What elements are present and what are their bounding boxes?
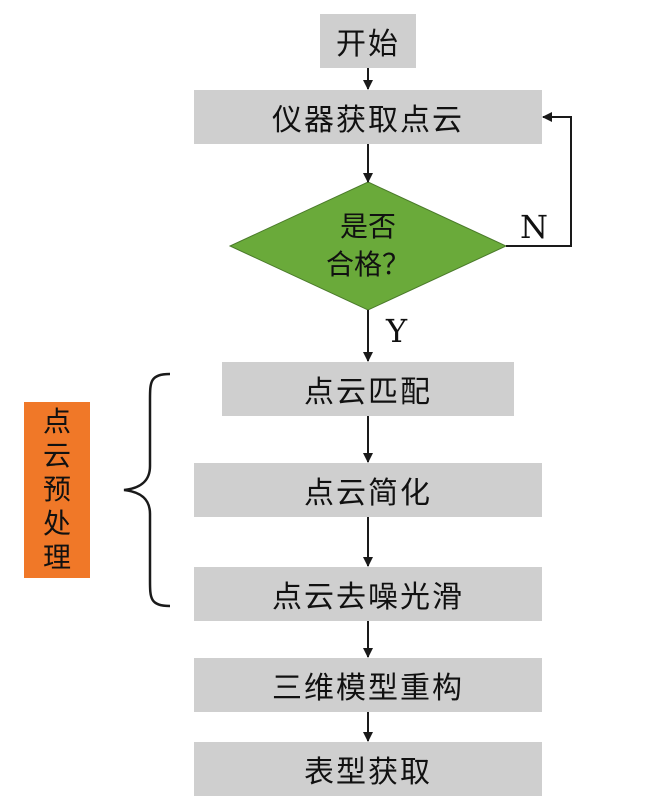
start-node: 开始 [320,14,416,68]
yes-branch-label: Y [386,312,408,350]
acquire-label: 仪器获取点云 [272,103,464,138]
no-branch-label: N [520,208,548,246]
registration-node: 点云匹配 [222,362,514,416]
decision-text: 是否 合格？ [318,208,418,284]
acquire-node: 仪器获取点云 [194,90,542,144]
registration-label: 点云匹配 [304,375,432,410]
preprocessing-group-label: 点 云 预 处 理 [24,402,90,578]
simplification-node: 点云简化 [194,463,542,517]
decision-line1: 是否 [339,210,396,243]
side-char: 理 [42,541,71,574]
decision-line2: 合格？ [325,248,410,281]
arrow-no-loop [506,112,572,247]
extraction-label: 表型获取 [304,755,432,790]
simplification-label: 点云简化 [304,476,432,511]
side-char: 处 [42,507,71,540]
reconstruction-label: 三维模型重构 [272,671,464,706]
denoise-node: 点云去噪光滑 [194,567,542,621]
side-char: 点 [42,405,71,438]
start-label: 开始 [336,27,400,62]
denoise-label: 点云去噪光滑 [272,580,464,615]
preprocessing-brace [123,372,171,608]
side-char: 预 [42,473,71,506]
extraction-node: 表型获取 [194,742,542,796]
reconstruction-node: 三维模型重构 [194,658,542,712]
side-char: 云 [42,439,71,472]
